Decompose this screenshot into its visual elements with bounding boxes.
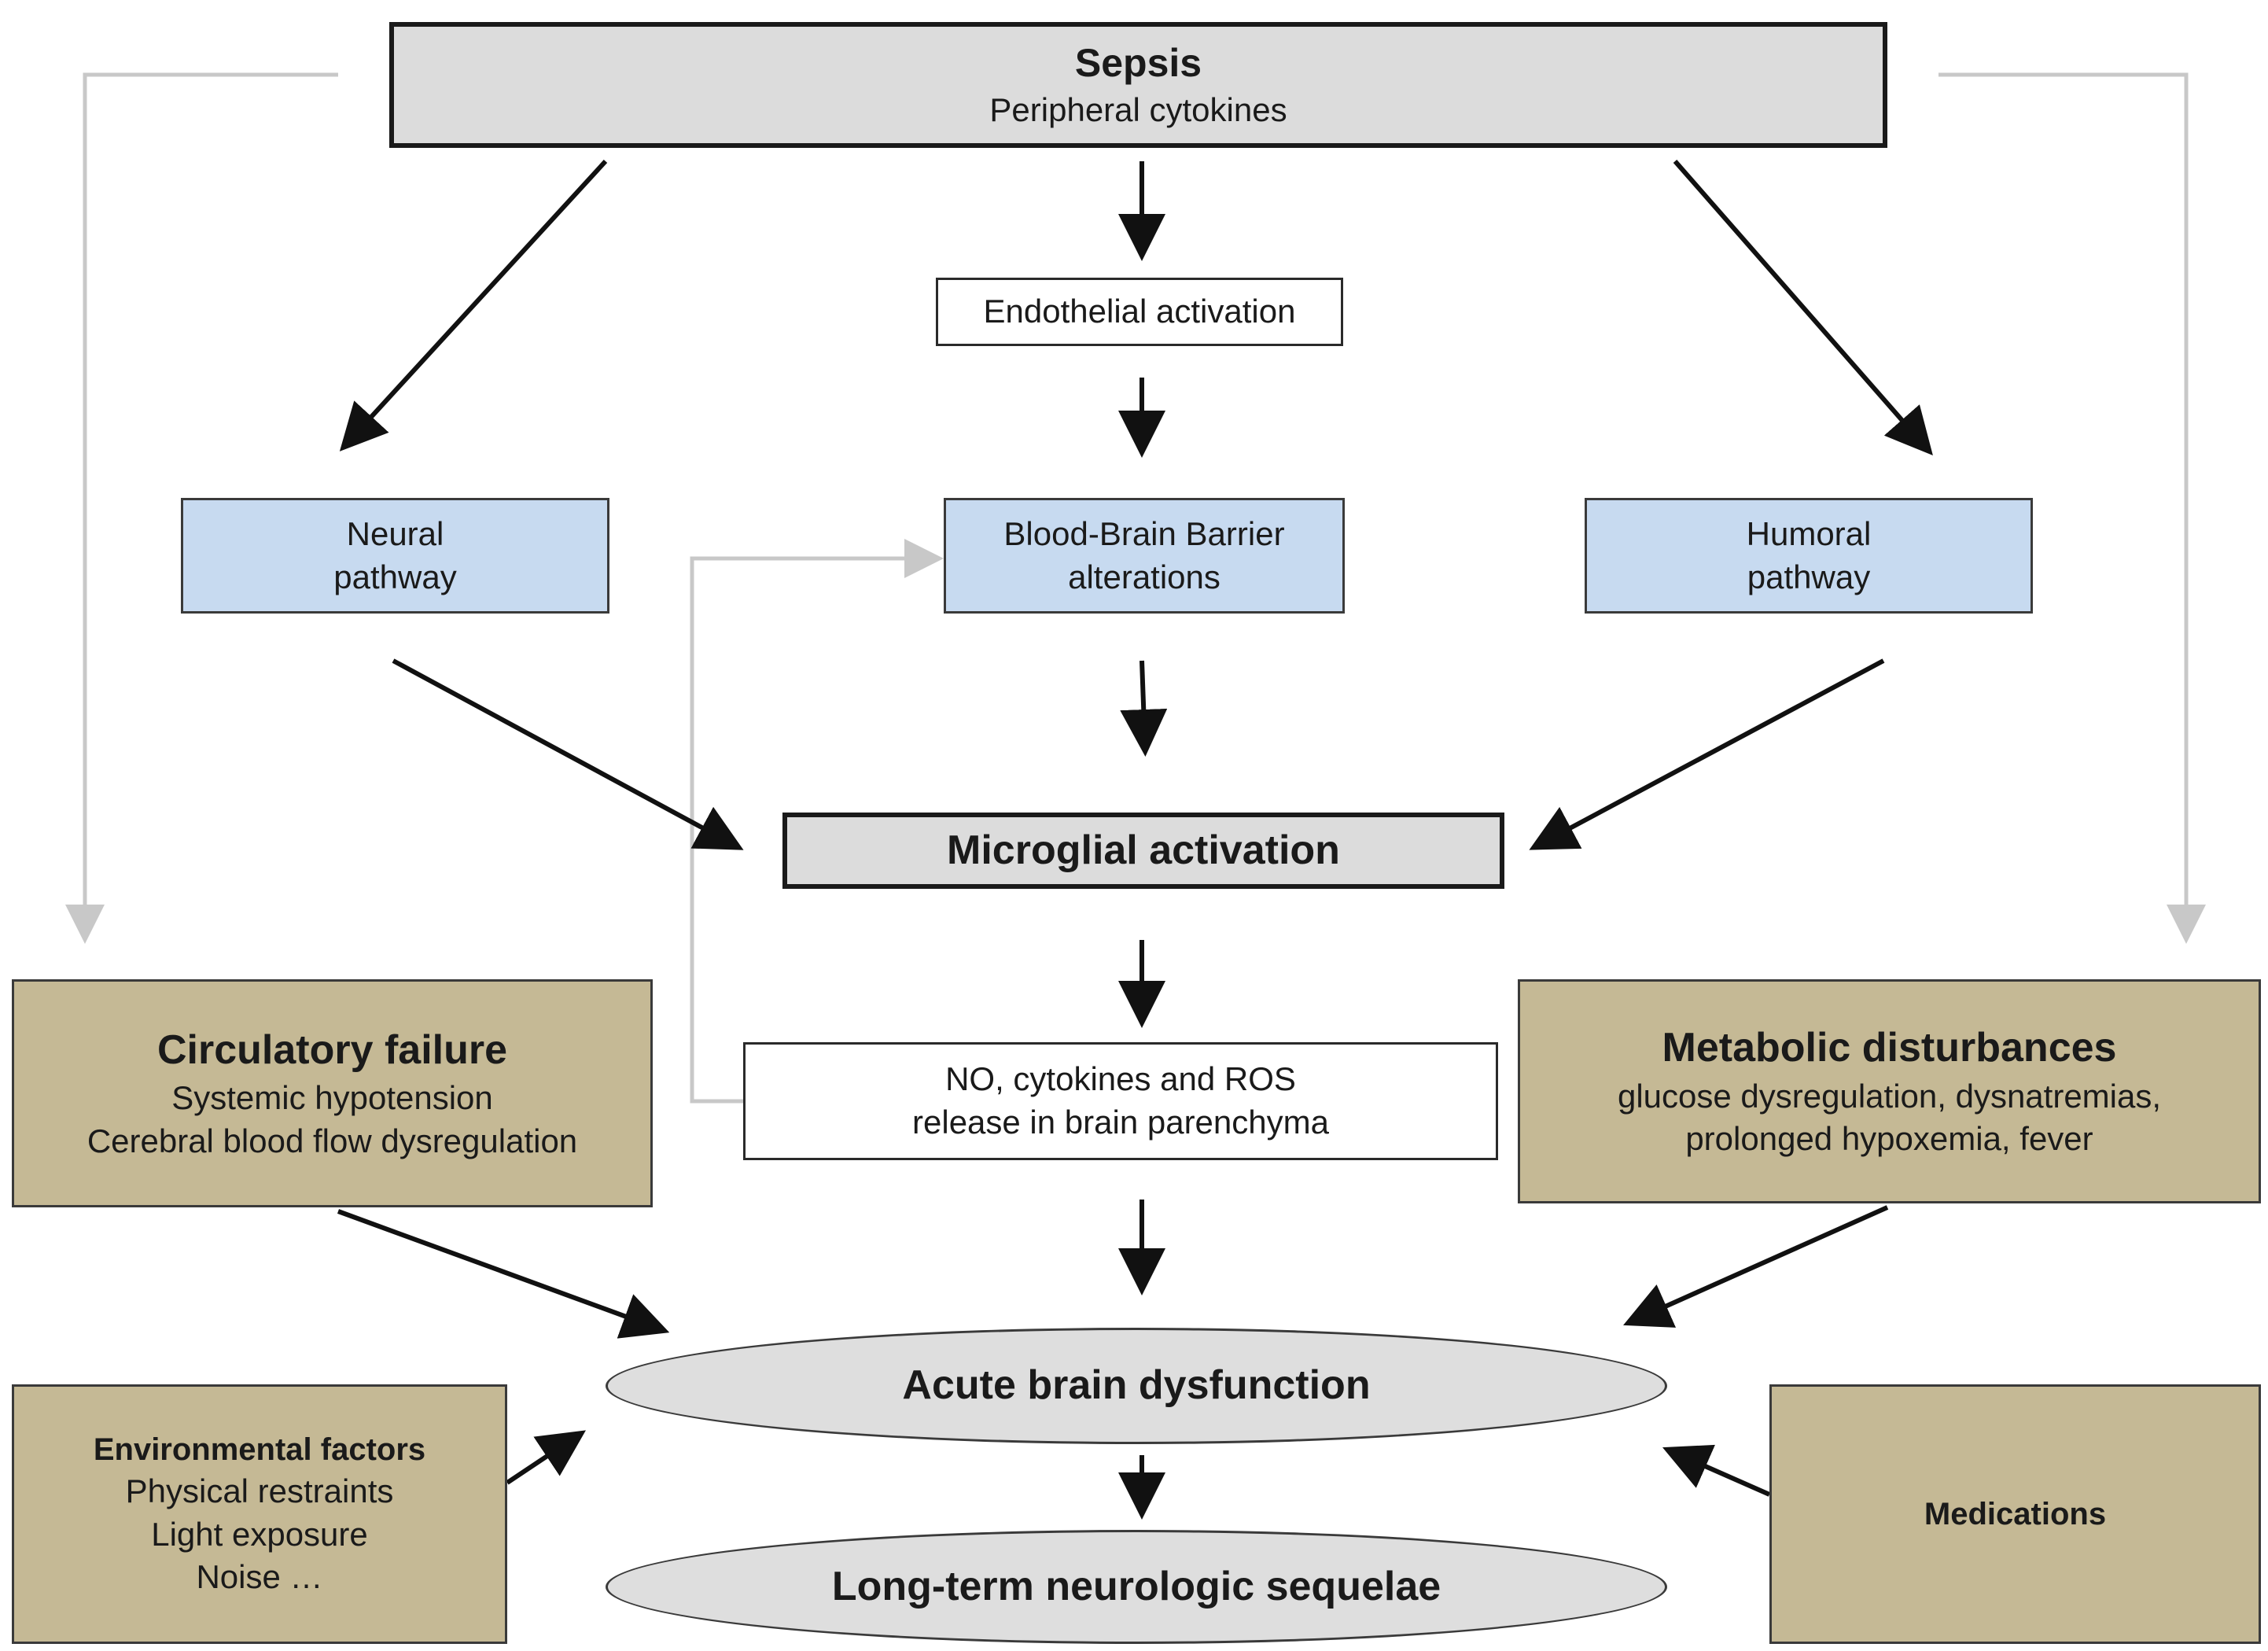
arrow-sepsis-to-circulatory	[65, 72, 338, 944]
acute-brain-dysfunction-ellipse: Acute brain dysfunction	[606, 1328, 1667, 1444]
sepsis-title: Sepsis	[1074, 41, 1202, 86]
circulatory-failure-box: Circulatory failure Systemic hypotension…	[12, 979, 653, 1207]
neural-pathway-line2: pathway	[333, 558, 457, 595]
no-release-line2: release in brain parenchyma	[912, 1104, 1329, 1141]
humoral-pathway-line1: Humoral	[1746, 514, 1872, 552]
microglial-activation-label: Microglial activation	[947, 827, 1340, 873]
arrow-sepsis-to-humoral	[1673, 160, 1933, 456]
long-term-sequelae-ellipse: Long-term neurologic sequelae	[606, 1530, 1667, 1644]
metabolic-disturbances-box: Metabolic disturbances glucose dysregula…	[1518, 979, 2261, 1203]
arrow-neural-to-microglial	[392, 658, 744, 850]
bbb-alterations-line2: alterations	[1068, 558, 1221, 595]
metabolic-disturbances-line1: glucose dysregulation, dysnatremias,	[1617, 1077, 2162, 1115]
bbb-alterations-line1: Blood-Brain Barrier	[1003, 514, 1285, 552]
arrow-circulatory-to-acute	[337, 1209, 670, 1339]
circulatory-failure-line2: Cerebral blood flow dysregulation	[87, 1122, 578, 1159]
arrow-sepsis-to-neural	[339, 159, 608, 451]
no-release-line1: NO, cytokines and ROS	[945, 1060, 1296, 1098]
bbb-alterations-box: Blood-Brain Barrier alterations	[944, 498, 1345, 614]
arrow-environmental-to-acute	[506, 1430, 586, 1485]
no-release-box: NO, cytokines and ROS release in brain p…	[743, 1042, 1498, 1160]
environmental-factors-box: Environmental factors Physical restraint…	[12, 1384, 507, 1644]
circulatory-failure-line1: Systemic hypotension	[171, 1079, 493, 1117]
neural-pathway-line1: Neural	[346, 514, 444, 552]
arrow-metabolic-to-acute	[1623, 1205, 1889, 1328]
microglial-activation-box: Microglial activation	[782, 813, 1504, 889]
endothelial-activation-label: Endothelial activation	[983, 293, 1296, 330]
humoral-pathway-line2: pathway	[1747, 558, 1871, 595]
arrow-humoral-to-microglial	[1529, 658, 1885, 850]
acute-brain-dysfunction-label: Acute brain dysfunction	[902, 1362, 1371, 1409]
metabolic-disturbances-line2: prolonged hypoxemia, fever	[1685, 1120, 2093, 1158]
neural-pathway-box: Neural pathway	[181, 498, 609, 614]
metabolic-disturbances-title: Metabolic disturbances	[1662, 1025, 2117, 1071]
medications-box: Medications	[1769, 1384, 2261, 1644]
endothelial-activation-box: Endothelial activation	[936, 278, 1343, 346]
circulatory-failure-title: Circulatory failure	[156, 1026, 508, 1073]
long-term-sequelae-label: Long-term neurologic sequelae	[831, 1563, 1441, 1609]
sepsis-subtitle: Peripheral cytokines	[989, 91, 1287, 129]
environmental-factors-line2: Light exposure	[151, 1515, 368, 1553]
sepsis-box: Sepsis Peripheral cytokines	[389, 22, 1887, 148]
environmental-factors-line3: Noise …	[196, 1558, 323, 1596]
environmental-factors-line1: Physical restraints	[125, 1472, 394, 1510]
arrow-medications-to-acute	[1662, 1444, 1771, 1497]
arrow-bbb-to-microglial	[1120, 660, 1168, 757]
humoral-pathway-box: Humoral pathway	[1585, 498, 2033, 614]
environmental-factors-title: Environmental factors	[93, 1432, 426, 1468]
arrow-sepsis-to-metabolic	[1938, 72, 2206, 944]
medications-label: Medications	[1924, 1497, 2107, 1531]
